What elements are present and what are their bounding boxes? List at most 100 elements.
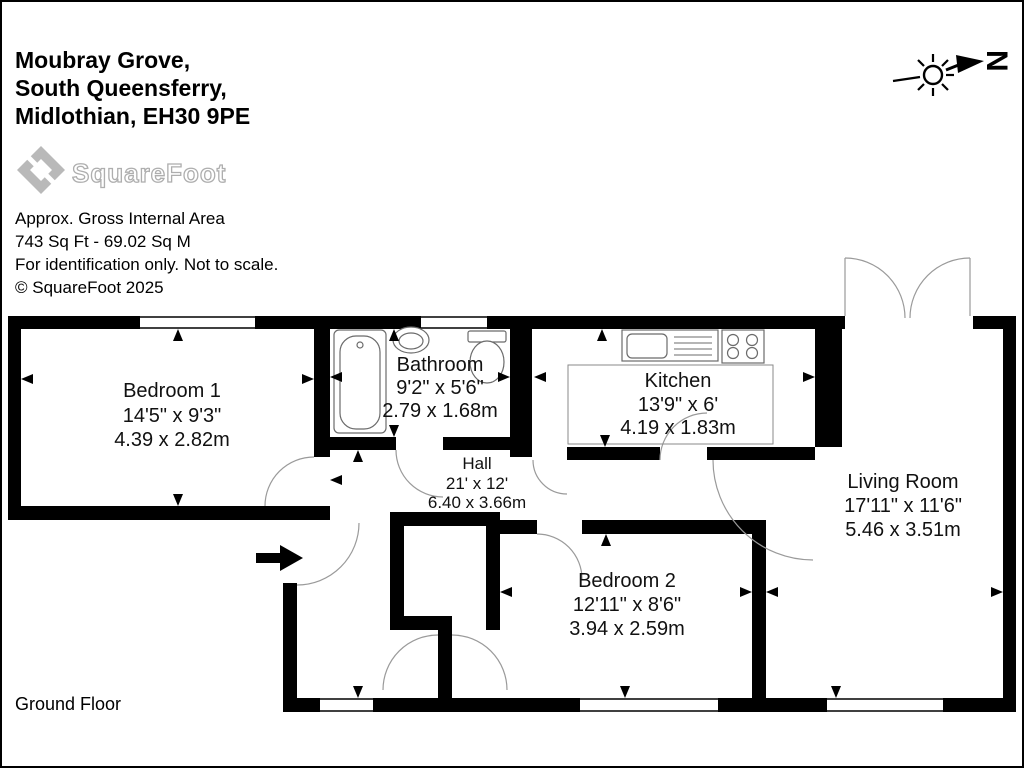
room-imperial-dim: 21' x 12' (446, 474, 508, 493)
room-imperial-dim: 14'5" x 9'3" (123, 405, 222, 427)
hob-ring (726, 346, 740, 360)
kitchen-inner-door-arc (659, 412, 708, 461)
toilet-cistern (467, 330, 507, 343)
room-imperial-dim: 17'11" x 11'6" (844, 495, 962, 517)
dimension-arrow-icon (832, 329, 842, 341)
room-metric-dim: 6.40 x 3.66m (428, 493, 526, 512)
window-gap (421, 316, 487, 329)
dimension-arrow-icon (302, 374, 314, 384)
dimension-arrow-icon (353, 450, 363, 462)
dimension-arrow-icon (498, 372, 510, 382)
wall-cupboard-left (390, 512, 404, 630)
window-gap (580, 698, 718, 712)
room-name: Bathroom (397, 354, 484, 376)
wall-bathroom-bottom (443, 437, 510, 450)
room-name: Bedroom 1 (123, 380, 221, 402)
french-door-left-arc (844, 257, 906, 319)
living-room-door-arc (712, 459, 814, 561)
wall-bedroom1-bathroom (314, 329, 330, 457)
sink-bowl-icon (626, 333, 668, 359)
dimension-arrow-icon (597, 329, 607, 341)
entrance-arrow-icon (256, 545, 303, 571)
logo-wordmark: SquareFoot (72, 158, 226, 188)
wall-bedroom2-top (582, 520, 765, 534)
wall-bedroom2-top (500, 520, 537, 534)
wall-right (1003, 316, 1016, 712)
wall-kitchen-bottom (567, 447, 660, 460)
dimension-arrow-icon (173, 494, 183, 506)
note-area-value: 743 Sq Ft - 69.02 Sq M (15, 232, 191, 251)
basin-inner (398, 332, 424, 350)
room-name: Bedroom 2 (578, 570, 676, 592)
window (580, 698, 718, 712)
kitchen-door-arc (532, 459, 568, 495)
room-label-bedroom1: Bedroom 1 14'5" x 9'3" 4.39 x 2.82m (114, 380, 230, 451)
window (421, 316, 487, 329)
hob-ring (745, 346, 759, 360)
sun-ray (917, 83, 925, 91)
bedroom2-door-arc (536, 533, 583, 580)
address-line-2: South Queensferry, (15, 75, 227, 101)
hob-ring (745, 333, 759, 347)
window-gap (320, 698, 373, 712)
window (140, 316, 255, 329)
wall-cupboard-right (486, 512, 500, 630)
window-gap (827, 698, 943, 712)
wall-top (255, 316, 421, 329)
dimension-arrow-icon (500, 587, 512, 597)
compass-sun (922, 64, 944, 86)
dimension-arrow-icon (389, 425, 399, 437)
room-metric-dim: 2.79 x 1.68m (382, 400, 498, 422)
room-imperial-dim: 12'11" x 8'6" (573, 594, 681, 616)
entrance-door-arc (296, 522, 360, 586)
sun-ray-long (892, 75, 921, 83)
bathtub-drain (356, 341, 364, 349)
wall-top (487, 316, 845, 329)
room-metric-dim: 3.94 x 2.59m (569, 618, 685, 640)
hob-icon (721, 329, 765, 364)
bathroom-door-arc (395, 449, 444, 498)
wall-lower-left (283, 583, 297, 712)
wall-bottom (943, 698, 1016, 712)
room-imperial-dim: 13'9" x 6' (638, 394, 718, 416)
dimension-arrow-icon (601, 534, 611, 546)
wall-cupboard-top (390, 512, 500, 526)
dimension-arrow-icon (600, 435, 610, 447)
wall-bottom (283, 698, 320, 712)
dimension-arrow-icon (620, 686, 630, 698)
floor-label: Ground Floor (15, 694, 121, 714)
note-copyright: © SquareFoot 2025 (15, 278, 164, 297)
dimension-arrow-icon (353, 686, 363, 698)
room-label-living-room: Living Room 17'11" x 11'6" 5.46 x 3.51m (844, 471, 962, 541)
wall-bottom (373, 698, 580, 712)
wall-bathroom-kitchen (510, 329, 532, 457)
compass-north-icon: N (892, 50, 1013, 96)
dimension-arrows (21, 329, 1003, 698)
bathroom-fixtures (333, 326, 507, 434)
window-gap (140, 316, 255, 329)
room-metric-dim: 5.46 x 3.51m (845, 519, 961, 541)
hob-ring (726, 333, 740, 347)
wall-kitchen-bottom (707, 447, 815, 460)
compass-letter: N (980, 50, 1013, 72)
room-name: Kitchen (645, 370, 712, 392)
window (320, 698, 373, 712)
wall-bathroom-bottom (314, 437, 396, 450)
dimension-arrow-icon (991, 587, 1003, 597)
room-label-kitchen: Kitchen 13'9" x 6' 4.19 x 1.83m (620, 370, 736, 439)
note-disclaimer: For identification only. Not to scale. (15, 255, 278, 274)
property-address: Moubray Grove, South Queensferry, Midlot… (15, 47, 250, 129)
room-labels: Bedroom 1 14'5" x 9'3" 4.39 x 2.82m Bath… (114, 354, 962, 640)
room-label-bathroom: Bathroom 9'2" x 5'6" 2.79 x 1.68m (382, 354, 498, 422)
sun-ray (917, 59, 925, 67)
wall-left (8, 316, 21, 520)
north-arrow-head (956, 55, 984, 73)
dimension-arrow-icon (21, 374, 33, 384)
wall-stub (438, 630, 452, 698)
dimension-arrow-icon (330, 475, 342, 485)
toilet-icon (469, 340, 505, 384)
wall-cupboard-bottom (390, 616, 452, 630)
window (827, 698, 943, 712)
